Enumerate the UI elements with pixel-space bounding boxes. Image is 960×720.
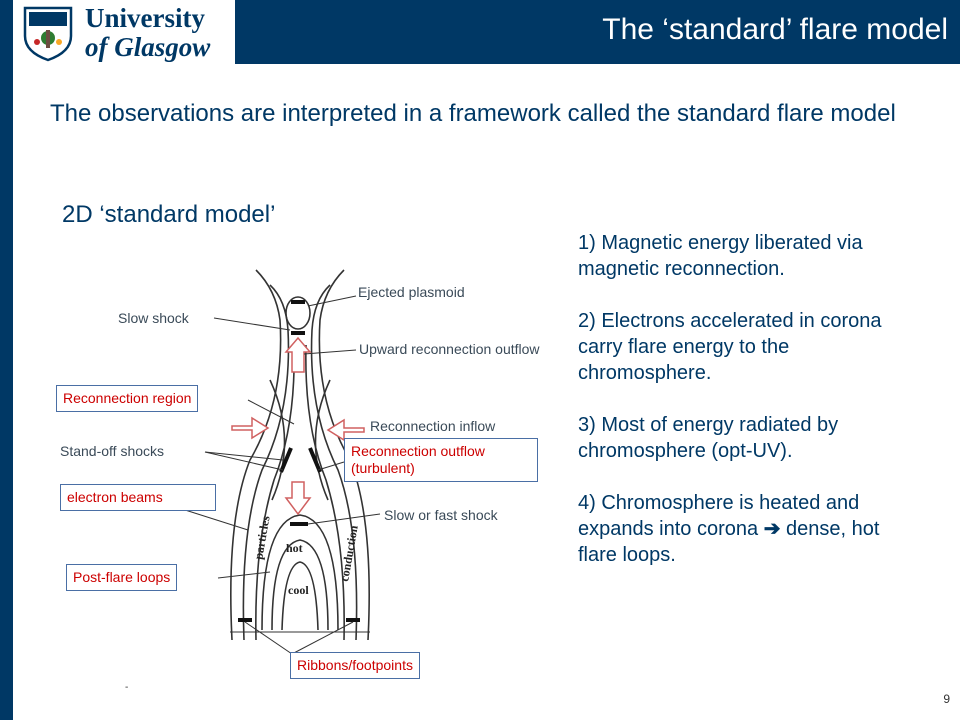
loop (271, 539, 329, 631)
label-upward-outflow: Upward reconnection outflow (359, 341, 540, 357)
cool-text: cool (288, 583, 309, 597)
inflow-arrow-right (326, 418, 365, 442)
point-4: 4) Chromosphere is heated and expands in… (578, 490, 918, 568)
point-1: 1) Magnetic energy liberated via magneti… (578, 232, 863, 280)
arrow-right-icon: ➔ (763, 518, 781, 540)
label-slow-fast-shock: Slow or fast shock (384, 507, 498, 523)
hot-text: hot (286, 541, 303, 555)
field-line (255, 344, 295, 641)
footer-dot: - (125, 682, 129, 693)
label-turbulent-outflow: Reconnection outflow (turbulent) (344, 438, 538, 482)
left-bar (0, 0, 13, 720)
point-4-text: 4) Chromosphere is heated and expands in… (578, 492, 860, 540)
inflow-arrow-left (231, 416, 270, 440)
slide-title: The ‘standard’ flare model (602, 13, 948, 46)
field-line (305, 344, 345, 641)
logo-university: University (85, 3, 205, 33)
label-reconnection-region: Reconnection region (56, 385, 199, 412)
intro-text: The observations are interpreted in a fr… (50, 100, 896, 127)
label-standoff-shocks: Stand-off shocks (60, 443, 165, 459)
point-3: 3) Most of energy radiated by chromosphe… (578, 414, 839, 462)
label-reconnection-inflow: Reconnection inflow (370, 418, 496, 434)
downward-arrow (284, 481, 312, 516)
loop (261, 514, 339, 631)
upward-arrow (284, 336, 312, 373)
logo-of-glasgow: of Glasgow (85, 32, 211, 62)
label-slow-shock: Slow shock (118, 310, 189, 326)
label-electron-beams: electron beams (60, 484, 216, 511)
label-ribbons-footpoints: Ribbons/footpoints (290, 652, 420, 679)
numbered-points: 1) Magnetic energy liberated via magneti… (578, 230, 918, 594)
loop (281, 561, 319, 631)
point-4-cont: dense, hot flare loops. (578, 518, 880, 566)
label-post-flare-loops: Post-flare loops (66, 564, 178, 591)
university-logo: University of Glasgow (13, 0, 235, 64)
xline (314, 379, 331, 501)
label-ejected-plasmoid: Ejected plasmoid (358, 284, 465, 300)
page-number: 9 (943, 692, 950, 706)
plasmoid (285, 296, 311, 330)
xline (269, 379, 286, 501)
subheading: 2D ‘standard model’ (62, 201, 276, 228)
point-2: 2) Electrons accelerated in corona carry… (578, 310, 882, 384)
field-line (310, 284, 358, 641)
crest-icon (23, 6, 73, 62)
